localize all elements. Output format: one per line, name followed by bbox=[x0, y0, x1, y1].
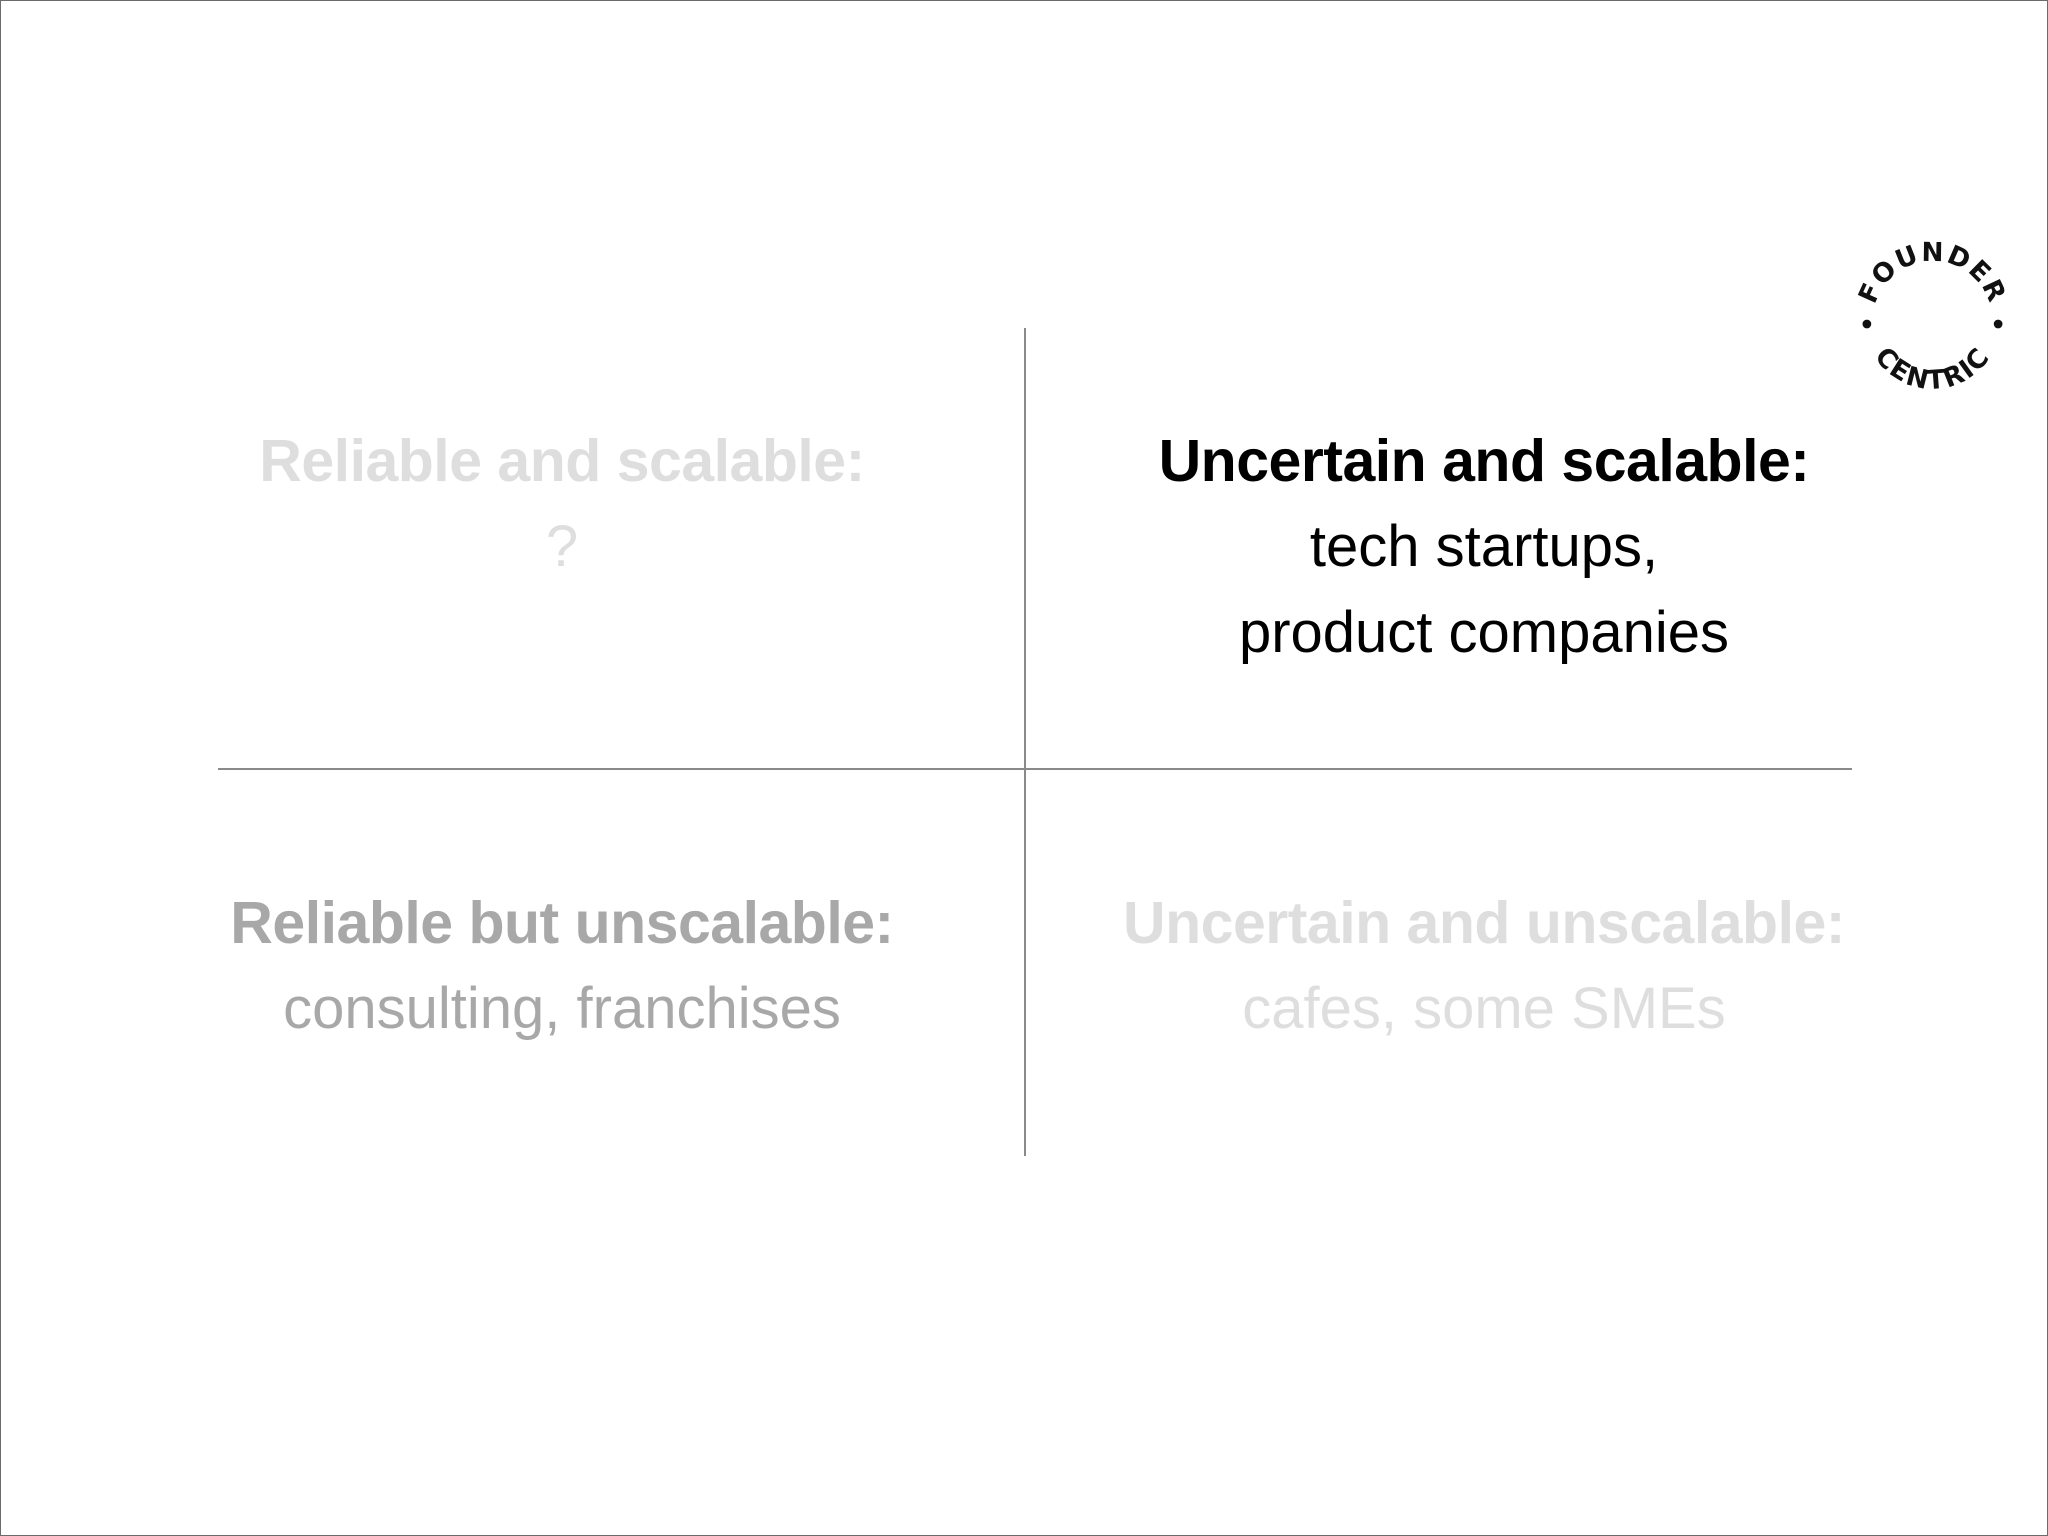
quadrant-reliable-unscalable: Reliable but unscalable: consulting, fra… bbox=[162, 880, 962, 1052]
quadrant-examples: cafes, some SMEs bbox=[1242, 976, 1726, 1041]
svg-text:CENTRIC: CENTRIC bbox=[1868, 342, 1996, 396]
quadrant-examples-line1: tech startups, bbox=[1309, 514, 1659, 579]
horizontal-axis-line bbox=[218, 768, 1852, 770]
quadrant-uncertain-unscalable: Uncertain and unscalable: cafes, some SM… bbox=[1084, 880, 1884, 1052]
logo-top-word: FOUNDER bbox=[1853, 238, 2010, 308]
quadrant-examples: consulting, franchises bbox=[283, 976, 841, 1041]
vertical-axis-line bbox=[1024, 328, 1026, 1156]
quadrant-reliable-scalable: Reliable and scalable: ? bbox=[162, 418, 962, 590]
logo-dot-right bbox=[1993, 319, 2003, 329]
quadrant-examples-line2: product companies bbox=[1238, 600, 1730, 665]
quadrant-heading: Reliable and scalable: bbox=[259, 428, 865, 494]
quadrant-heading: Reliable but unscalable: bbox=[230, 890, 894, 956]
quadrant-heading: Uncertain and unscalable: bbox=[1123, 890, 1845, 956]
logo-bottom-word: CENTRIC bbox=[1868, 342, 1994, 396]
svg-text:FOUNDER: FOUNDER bbox=[1853, 238, 2011, 308]
founder-centric-logo: FOUNDER CENTRIC bbox=[1845, 233, 2020, 408]
quadrant-examples: ? bbox=[545, 514, 579, 579]
logo-dot-left bbox=[1862, 319, 1872, 329]
quadrant-uncertain-scalable: Uncertain and scalable: tech startups, p… bbox=[1084, 418, 1884, 676]
quadrant-heading: Uncertain and scalable: bbox=[1158, 428, 1810, 494]
